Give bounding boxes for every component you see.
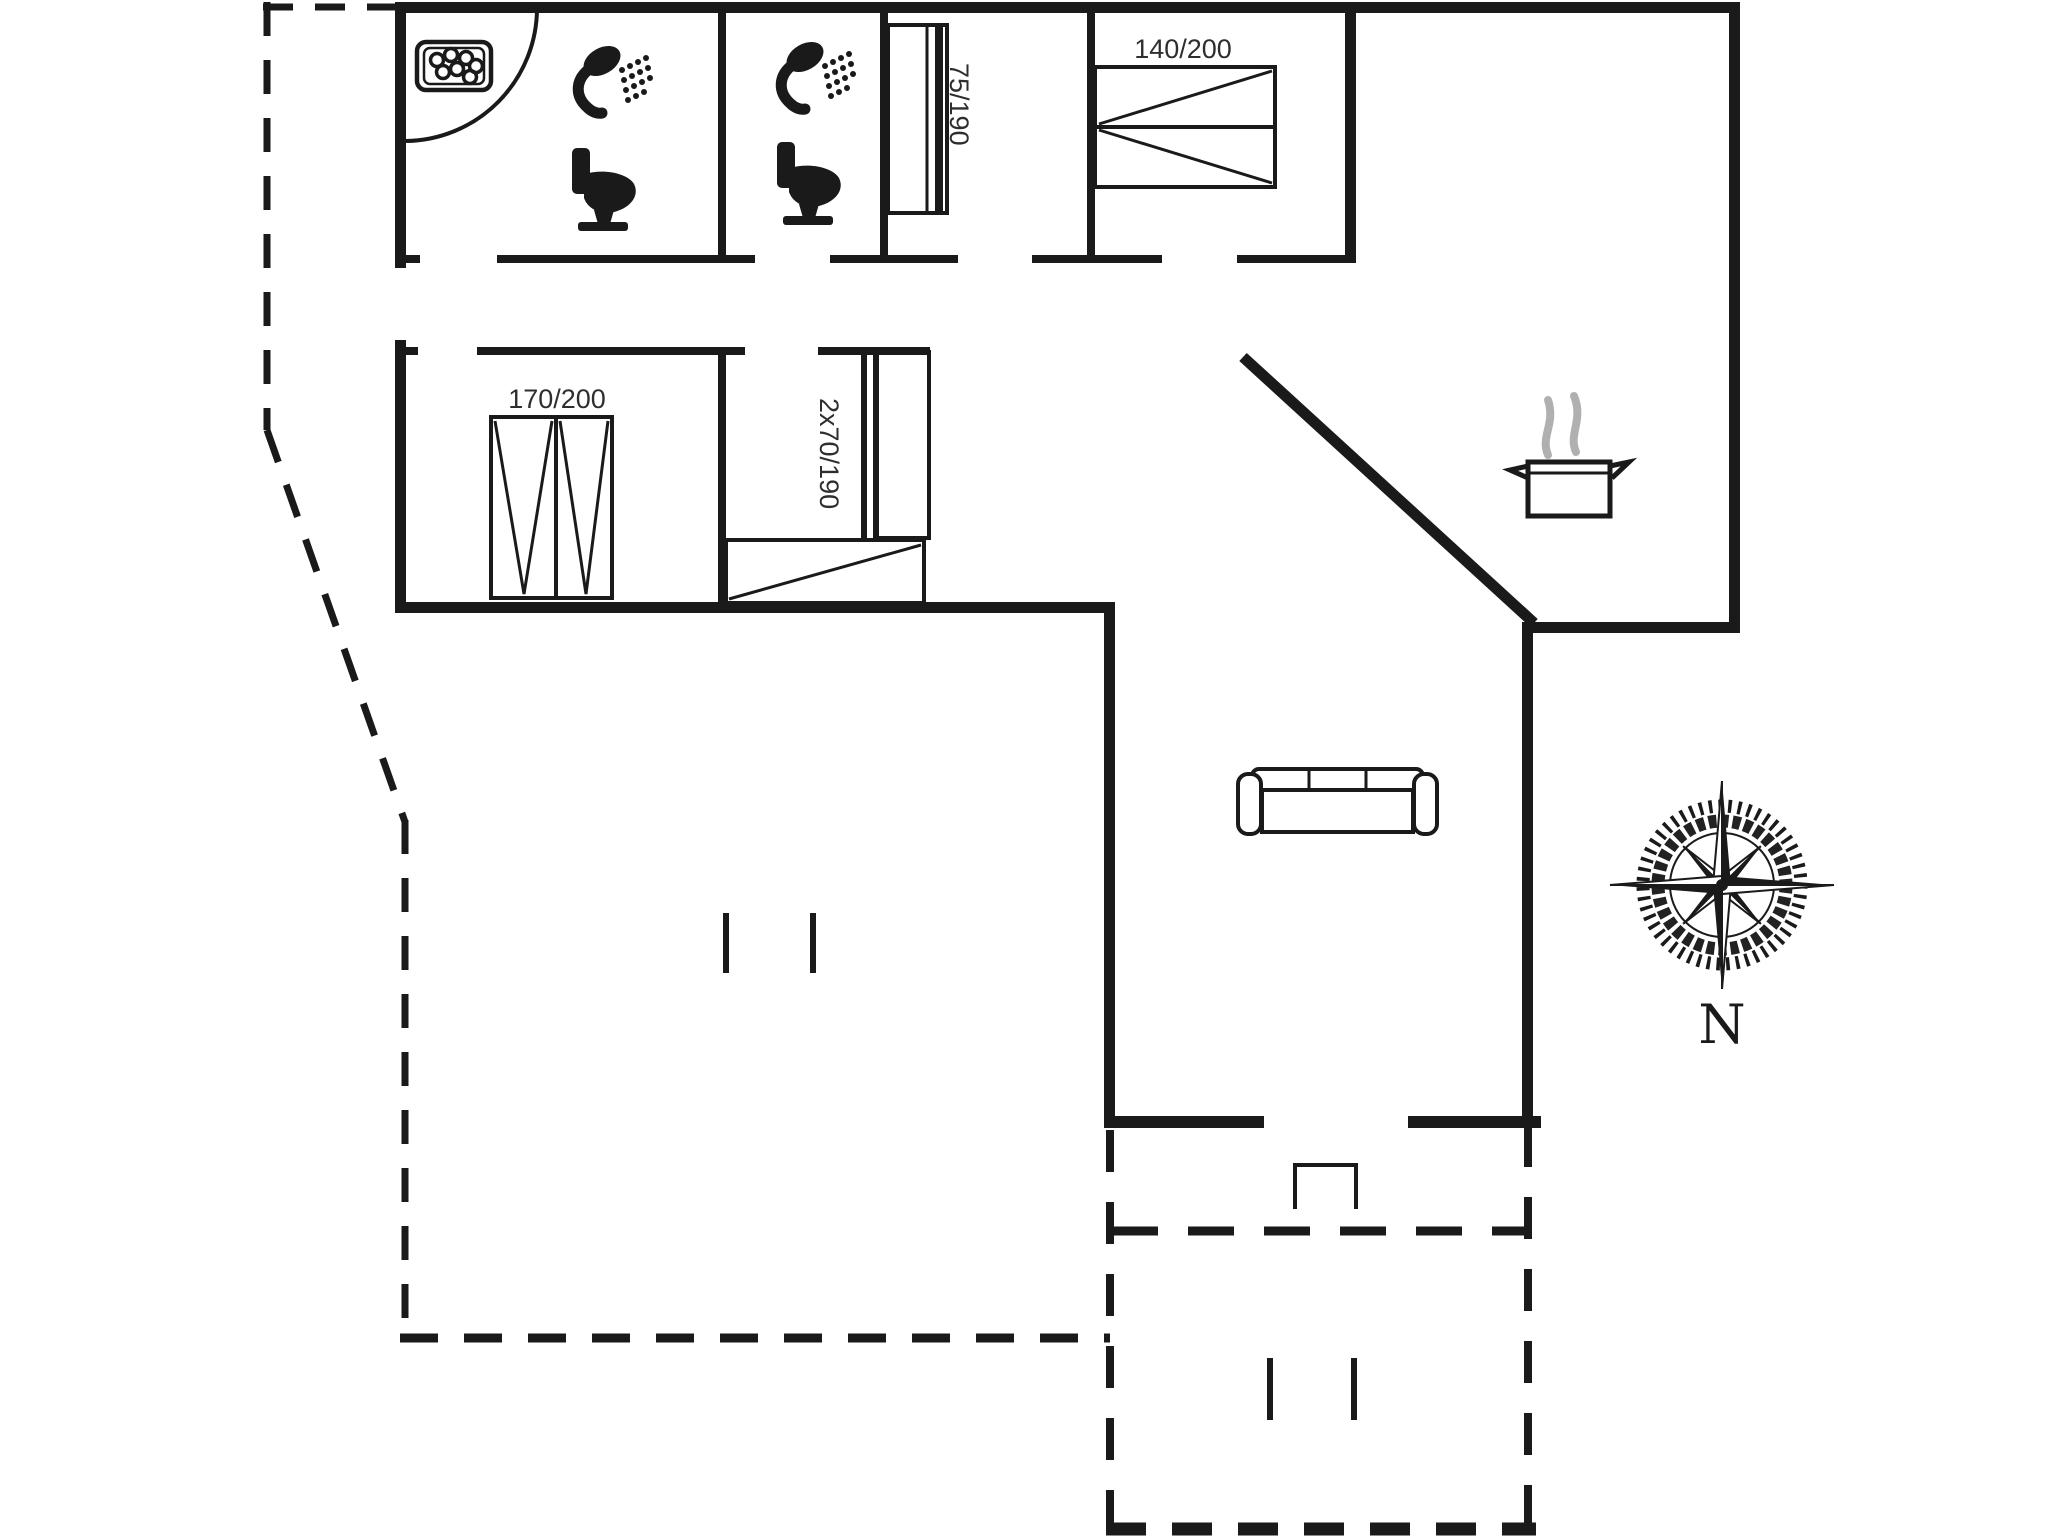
wall-segment — [1528, 622, 1740, 633]
wall-segment — [1345, 10, 1356, 263]
wall-segment — [395, 340, 406, 613]
wall-segment — [497, 255, 755, 263]
wall-segment — [830, 255, 958, 263]
wall-segment — [1408, 1116, 1541, 1128]
double-bed — [1093, 65, 1277, 189]
shower-icon — [572, 45, 653, 119]
wall-segment — [1104, 602, 1115, 1128]
diagonal-wall — [1239, 352, 1538, 628]
wall-segment — [402, 255, 420, 263]
cooking-pot-icon — [1502, 392, 1638, 519]
steam — [1569, 392, 1582, 456]
wall-segment — [395, 2, 1740, 13]
steam — [1541, 396, 1555, 459]
terrace-opening-marks — [723, 913, 1357, 1420]
single-bed-label: 75/190 — [944, 63, 974, 146]
sofa-icon — [1236, 767, 1439, 836]
dimension-labels: 170/200 140/200 75/190 2x70/190 N — [508, 34, 1745, 1056]
wall-segment — [1729, 2, 1740, 633]
wall-segment — [718, 347, 726, 613]
wall-segment — [1522, 622, 1533, 1128]
wall-segment — [718, 10, 726, 263]
wall-segment — [477, 347, 745, 355]
wall-segment — [395, 602, 1115, 613]
wall-segment — [395, 2, 406, 268]
terrace-dashed-diagonal — [263, 428, 409, 824]
single-bed — [886, 23, 949, 215]
compass-rose-icon — [1609, 780, 1835, 990]
wardrobe-label: 170/200 — [508, 384, 606, 414]
wall-segment — [1104, 1116, 1264, 1128]
wall-segment — [402, 347, 418, 355]
wall-segment — [1237, 255, 1356, 263]
toilet-icon — [572, 148, 636, 231]
compass-cardinal-points — [1609, 780, 1835, 990]
whirlpool-icon — [414, 39, 494, 93]
entrance-step — [1293, 1163, 1358, 1209]
bunk-bed-label: 2x70/190 — [814, 398, 844, 509]
double-bed-label: 140/200 — [1134, 34, 1232, 64]
walls — [395, 2, 1740, 1128]
door-swing-arc — [405, 7, 539, 143]
bunk-bed — [724, 350, 931, 605]
wall-segment — [1032, 255, 1162, 263]
wall-segment — [1087, 10, 1095, 263]
terrace-boundaries — [263, 2, 1536, 1536]
compass-north-label: N — [1698, 993, 1745, 1056]
furniture — [489, 23, 1439, 836]
toilet-icon — [777, 142, 841, 225]
wall-segment — [880, 10, 888, 263]
shower-icon — [775, 41, 856, 115]
wardrobe — [489, 415, 614, 600]
